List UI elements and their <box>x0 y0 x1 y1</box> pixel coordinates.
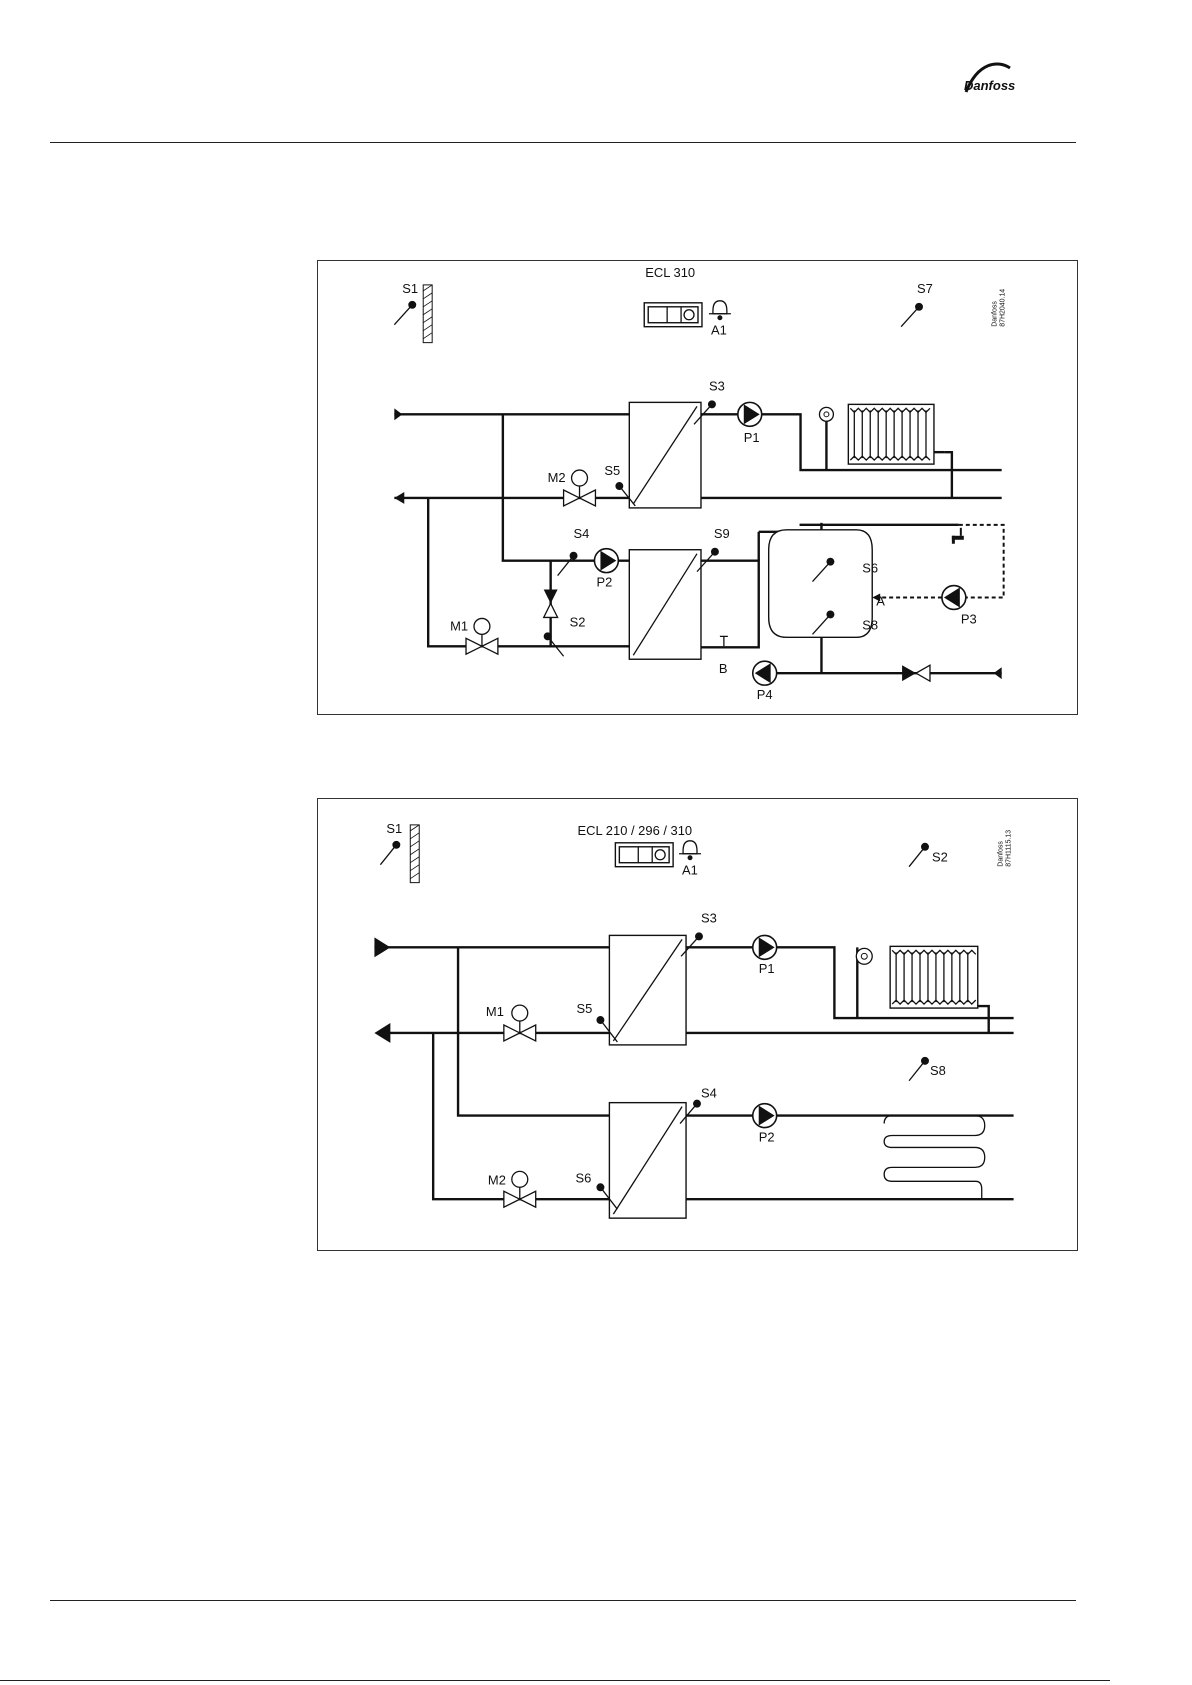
diagram-1: S1 ECL 310 A1 S7 Danfoss 87H2040.14 <box>318 261 1077 714</box>
label-p3: P3 <box>961 611 977 626</box>
label-p4: P4 <box>757 687 773 702</box>
tap-icon <box>952 528 964 544</box>
svg-text:Danfoss: Danfoss <box>992 301 999 327</box>
motorized-valve-m2-icon: M2 <box>488 1171 536 1207</box>
pump-p2-icon: P2 <box>594 549 618 590</box>
cold-water-inlet-arrow-icon <box>994 667 1002 679</box>
label-m1: M1 <box>486 1004 504 1019</box>
label-b: B <box>719 661 728 676</box>
pump-p3-icon: P3 <box>942 586 977 627</box>
heat-exchanger-2 <box>609 1103 686 1218</box>
controller-label: ECL 310 <box>645 265 695 280</box>
label-s1: S1 <box>386 821 402 836</box>
label-a: A <box>876 593 885 608</box>
motorized-valve-m1-icon: M1 <box>486 1004 536 1041</box>
pump-p4-icon: P4 <box>753 661 777 702</box>
floor-heating-coil-icon <box>884 1116 985 1200</box>
outdoor-sensor-s1: S1 <box>394 281 432 343</box>
footer-rule <box>50 1600 1076 1601</box>
label-p2: P2 <box>759 1129 775 1144</box>
label-s6: S6 <box>862 561 878 576</box>
drawing-code: Danfoss 87H2040.14 <box>992 289 1007 327</box>
pump-p1-icon: P1 <box>738 402 762 445</box>
pump-p1-icon: P1 <box>753 935 777 976</box>
alarm-bell-icon: A1 <box>709 301 731 338</box>
label-m1: M1 <box>450 618 468 633</box>
supply-inlet-arrow-icon <box>394 408 402 420</box>
motorized-valve-m2-icon: M2 <box>548 470 596 506</box>
pump-p2-icon: P2 <box>753 1104 777 1145</box>
label-s3: S3 <box>701 910 717 925</box>
sensor-s2: S2 <box>909 843 948 867</box>
bottom-rule <box>0 1680 1110 1681</box>
motorized-valve-m1-icon: M1 <box>450 618 498 654</box>
sensor-s3: S3 <box>681 910 717 956</box>
label-s4: S4 <box>574 526 590 541</box>
diagram-1-panel: S1 ECL 310 A1 S7 Danfoss 87H2040.14 <box>317 260 1078 715</box>
drawing-code: Danfoss 87H1115.13 <box>998 830 1013 867</box>
check-valve-up-icon <box>544 603 558 617</box>
heat-exchanger-1 <box>629 402 701 508</box>
label-s8: S8 <box>862 617 878 632</box>
label-s5: S5 <box>604 463 620 478</box>
sensor-s9: S9 <box>697 526 730 572</box>
check-valve-down-icon <box>544 590 558 604</box>
label-s5: S5 <box>577 1001 593 1016</box>
controller-ecl: ECL 310 <box>644 265 702 327</box>
label-s1: S1 <box>402 281 418 296</box>
alarm-bell-icon: A1 <box>679 841 701 878</box>
svg-text:87H2040.14: 87H2040.14 <box>1000 289 1007 327</box>
label-m2: M2 <box>548 470 566 485</box>
label-s8: S8 <box>930 1063 946 1078</box>
heat-exchanger-1 <box>609 935 686 1045</box>
label-a1: A1 <box>682 863 698 878</box>
sensor-s4: S4 <box>558 526 590 576</box>
heat-exchanger-2 <box>629 550 701 660</box>
label-p1: P1 <box>744 430 760 445</box>
label-s2: S2 <box>570 614 586 629</box>
sensor-s8: S8 <box>909 1057 946 1081</box>
controller-ecl: ECL 210 / 296 / 310 <box>578 823 693 867</box>
diagram-2: S1 ECL 210 / 296 / 310 A1 S2 Danfoss 87H… <box>318 799 1077 1250</box>
controller-label: ECL 210 / 296 / 310 <box>578 823 693 838</box>
header-rule <box>50 142 1076 143</box>
label-p2: P2 <box>596 575 612 590</box>
svg-text:Danfoss: Danfoss <box>998 841 1005 867</box>
label-m2: M2 <box>488 1172 506 1187</box>
label-s9: S9 <box>714 526 730 541</box>
radiator-icon <box>819 404 933 464</box>
label-s7: S7 <box>917 281 933 296</box>
radiator-icon <box>856 946 977 1008</box>
sensor-s7: S7 <box>901 281 933 327</box>
label-s4: S4 <box>701 1086 717 1101</box>
label-s6: S6 <box>576 1170 592 1185</box>
return-outlet-arrow-icon <box>374 1023 390 1043</box>
outdoor-sensor-s1: S1 <box>380 821 419 883</box>
label-s3: S3 <box>709 378 725 393</box>
danfoss-logo: Danfoss <box>958 52 1078 104</box>
label-a1: A1 <box>711 323 727 338</box>
return-outlet-arrow-icon <box>394 492 404 504</box>
diagram-2-panel: S1 ECL 210 / 296 / 310 A1 S2 Danfoss 87H… <box>317 798 1078 1251</box>
svg-text:87H1115.13: 87H1115.13 <box>1006 830 1013 867</box>
label-p1: P1 <box>759 961 775 976</box>
non-return-valve-icon <box>902 665 930 681</box>
logo-wordmark: Danfoss <box>964 78 1015 93</box>
supply-inlet-arrow-icon <box>374 937 390 957</box>
hot-water-tank <box>769 523 873 673</box>
label-s2: S2 <box>932 850 948 865</box>
